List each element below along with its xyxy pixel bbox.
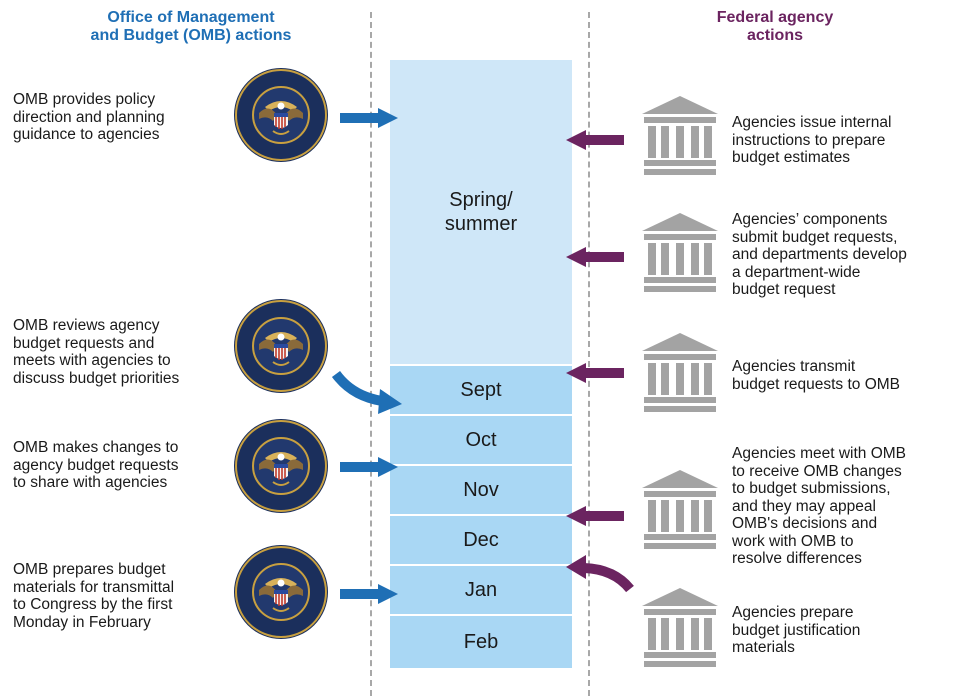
blue-arrow-icon <box>340 584 398 604</box>
eop-seal-icon <box>233 298 329 394</box>
right-divider <box>588 12 590 696</box>
omb-action-text: OMB prepares budget materials for transm… <box>13 561 175 631</box>
eop-seal-icon <box>233 544 329 640</box>
omb-action-text: OMB reviews agency budget requests and m… <box>13 317 180 387</box>
timeline-block-oct: Oct <box>390 416 572 464</box>
timeline-block-spring-summer: Spring/ summer <box>390 60 572 364</box>
omb-action-text: OMB provides policy direction and planni… <box>13 91 165 143</box>
government-building-icon <box>642 588 718 667</box>
purple-arrow-icon <box>566 247 624 267</box>
purple-arrow-icon <box>566 506 624 526</box>
eop-seal-icon <box>233 418 329 514</box>
government-building-icon <box>642 96 718 175</box>
timeline-block-jan: Jan <box>390 566 572 614</box>
eop-seal-icon <box>233 67 329 163</box>
omb-action-text: OMB makes changes to agency budget reque… <box>13 439 179 491</box>
timeline-block-dec: Dec <box>390 516 572 564</box>
agency-action-text: Agencies transmit budget requests to OMB <box>732 358 901 393</box>
timeline-block-feb: Feb <box>390 616 572 668</box>
blue-arrow-icon <box>340 108 398 128</box>
agency-action-text: Agencies issue internal instructions to … <box>732 114 892 166</box>
purple-arrow-icon <box>566 130 624 150</box>
government-building-icon <box>642 333 718 412</box>
purple-arrow-icon <box>566 363 624 383</box>
omb-column-header: Office of Management and Budget (OMB) ac… <box>90 9 292 44</box>
left-divider <box>370 12 372 696</box>
agency-action-text: Agencies meet with OMB to receive OMB ch… <box>732 445 907 567</box>
government-building-icon <box>642 213 718 292</box>
agency-action-text: Agencies’ components submit budget reque… <box>732 211 907 298</box>
timeline-block-sept: Sept <box>390 366 572 414</box>
blue-arrow-icon <box>331 370 402 414</box>
purple-arrow-icon <box>566 555 634 593</box>
government-building-icon <box>642 470 718 549</box>
timeline-block-nov: Nov <box>390 466 572 514</box>
blue-arrow-icon <box>340 457 398 477</box>
agency-action-text: Agencies prepare budget justification ma… <box>732 604 861 656</box>
agency-column-header: Federal agency actions <box>716 9 834 44</box>
timeline: Spring/ summer Sept Oct Nov Dec Jan Feb <box>390 60 572 668</box>
